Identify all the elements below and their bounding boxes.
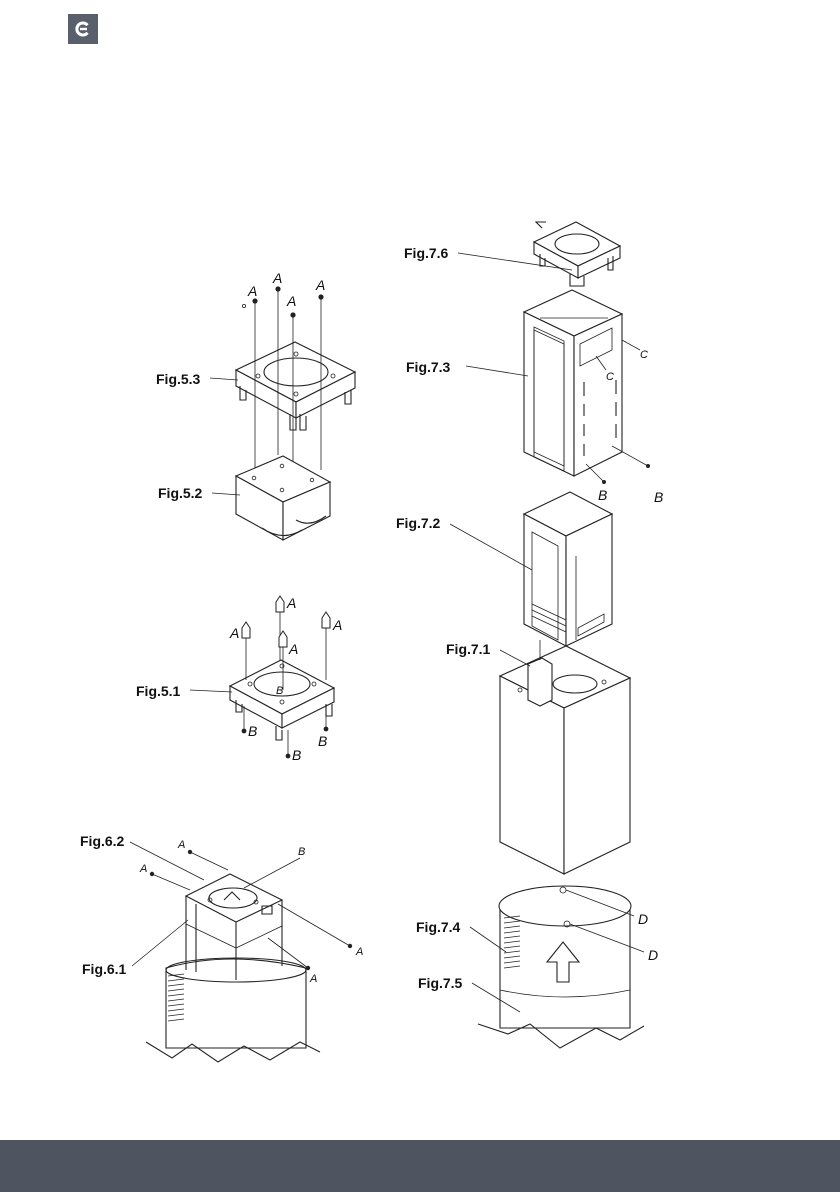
label-a: A [139, 863, 147, 875]
fig-7-6-label: Fig.7.6 [404, 245, 449, 261]
fig-7-3-label: Fig.7.3 [406, 359, 451, 375]
label-b: B [298, 846, 305, 858]
label-c: C [606, 371, 614, 383]
fig-7-1-label: Fig.7.1 [446, 641, 491, 657]
label-a: A [286, 293, 296, 309]
fig-7-4-label: Fig.7.4 [416, 919, 461, 935]
label-b: B [654, 489, 663, 505]
fig-6-2-label: Fig.6.2 [80, 833, 125, 849]
label-c: C [640, 349, 648, 361]
label-a: A [332, 617, 342, 633]
label-b: B [292, 747, 301, 763]
fig-7-6-bracket [534, 222, 620, 286]
label-a: A [355, 946, 363, 958]
label-a: A [286, 595, 296, 611]
label-a: A [309, 973, 317, 985]
fig-5-2-label: Fig.5.2 [158, 485, 203, 501]
label-b: B [318, 733, 327, 749]
label-a: A [272, 270, 282, 286]
label-a: A [288, 641, 298, 657]
fig-6-chimney-cylinder [146, 958, 320, 1062]
fig-5-3-label: Fig.5.3 [156, 371, 201, 387]
footer-bar [0, 1140, 840, 1192]
label-b: B [276, 685, 283, 697]
fig-7-1-hood-body [500, 640, 630, 874]
label-a: A [247, 283, 257, 299]
label-a: A [229, 625, 239, 641]
fig-6-1-label: Fig.6.1 [82, 961, 127, 977]
label-a: A [315, 277, 325, 293]
label-b: B [598, 487, 607, 503]
fig-7-3-chimney [524, 290, 622, 476]
installation-diagram: A A A A Fig.5.3 Fig.5.2 [0, 0, 840, 1140]
fig-7-4-cylinder [478, 886, 644, 1048]
fig-7-5-label: Fig.7.5 [418, 975, 463, 991]
label-a: A [177, 839, 185, 851]
fig-7-2-label: Fig.7.2 [396, 515, 441, 531]
fig-7-2-chimney [524, 492, 612, 646]
fig-5-3-bracket [236, 342, 355, 430]
label-d: D [648, 947, 658, 963]
label-b: B [248, 723, 257, 739]
fig-5-2-box [236, 456, 330, 540]
fig-5-1-label: Fig.5.1 [136, 683, 181, 699]
label-d: D [638, 911, 648, 927]
